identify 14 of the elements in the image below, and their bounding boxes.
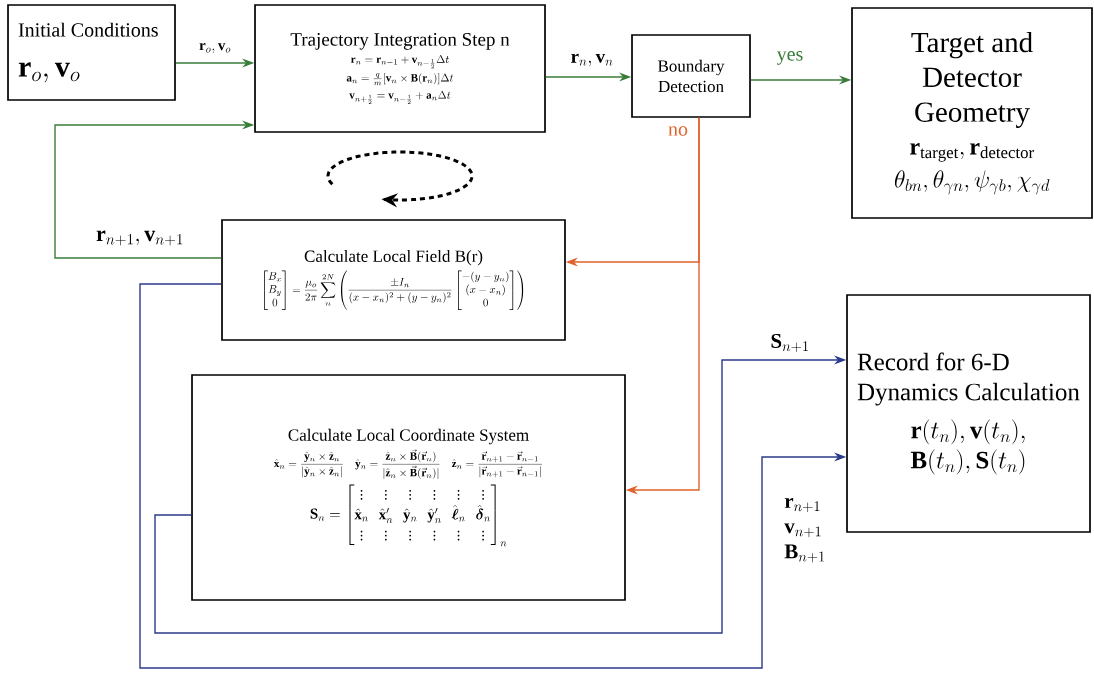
process-box: Initial Conditions $\mathbf{r}_o, \mathbf{v}_o$ bbox=[7, 4, 176, 101]
edge-label: no bbox=[667, 125, 689, 137]
process-box: Calculate Local Coordinate System $\hat{\mathbf{x}}_n = \frac{\hat{\mathbf{y}}_n\times\hat{\mathbf{z}}_n}{|\hat{\mathbf{y}}_n\times\hat{\mathbf{z}}_n|}$ $\hat{\mathbf{y}}_n = \frac{\hat{\mathbf{z}}_n\times\vec{\mathbf{B}}(\vec{\mathbf{r}}_n)}{|\hat{\mathbf{z}}_n\times\vec{\mathbf{B}}(\vec{\mathbf{r}}_n)|}$ $\hat{\mathbf{z}}_n = \frac{\vec{\mathbf{r}}_{n+1}-\vec{\mathbf{r}}_{n-1}}{|\vec{\mathbf{r}}_{n+1}-\vec{\mathbf{r}}_{n-1}|}$ $\mathbf{S}_n = \begin{bmatrix}\vdots&\vdots&\vdots&\vdots&\vdots&\vdots\\ \hat{\mathbf{x}}_n & \hat{\mathbf{x}}'_n & \hat{\mathbf{y}}_n & \hat{\mathbf{y}}'_n & \hat{\boldsymbol{\ell}}_n & \hat{\boldsymbol{\delta}}_n\\ \vdots&\vdots&\vdots&\vdots&\vdots&\vdots\end{bmatrix}_n$ bbox=[191, 374, 626, 601]
process-box: Boundary Detection bbox=[631, 34, 751, 118]
edge-label: $\mathbf{S}_{n+1}$ bbox=[769, 332, 811, 354]
edge-label: yes bbox=[775, 50, 805, 66]
process-box: Calculate Local Field B(r) $\begin{bmatrix}B_x\\B_y\\0\end{bmatrix} = \frac{\mu_o}{2\pi}\sum_n^{2N}\left(\frac{\pm I_n}{(x-x_n)^2+(y-y_n)^2}\begin{bmatrix}-(y-y_n)\\(x-x_n)\\0\end{bmatrix}\right)$ bbox=[221, 219, 566, 341]
edge-label: $\mathbf{r}_o, \mathbf{v}_o$ bbox=[198, 42, 232, 54]
process-box: Target and Detector Geometry $\mathbf{r}_{\mathrm{target}}, \mathbf{r}_{\mathrm{detector}}$ $\theta_{bn}, \theta_{\gamma n}, \psi_{\gamma b}, \chi_{\gamma d}$ bbox=[851, 7, 1093, 219]
edge-label: $\begin{array}{l}\mathbf{r}_{n+1}\\ \mathbf{v}_{n+1}\\ \mathbf{B}_{n+1}\end{array}$ bbox=[778, 489, 832, 567]
edge-label: $\mathbf{r}_n, \mathbf{v}_n$ bbox=[569, 52, 615, 68]
process-box: Record for 6-D Dynamics Calculation $\mathbf{r}(t_n), \mathbf{v}(t_n),$ $\mathbf{B}(t_n), \mathbf{S}(t_n)$ bbox=[846, 294, 1091, 533]
process-box: Trajectory Integration Step n $\mathbf{r}_n = \mathbf{r}_{n-1} + \mathbf{v}_{n-\frac{1}{2}}\Delta t$ $\mathbf{a}_n = \frac{q}{m}[\mathbf{v}_n \times \mathbf{B}(\mathbf{r}_n)]\Delta t$ $\mathbf{v}_{n+\frac{1}{2}} = \mathbf{v}_{n-\frac{1}{2}} + \mathbf{a}_n\Delta t$ bbox=[254, 4, 546, 133]
edge-label: $\mathbf{r}_{n+1}, \mathbf{v}_{n+1}$ bbox=[95, 229, 185, 247]
